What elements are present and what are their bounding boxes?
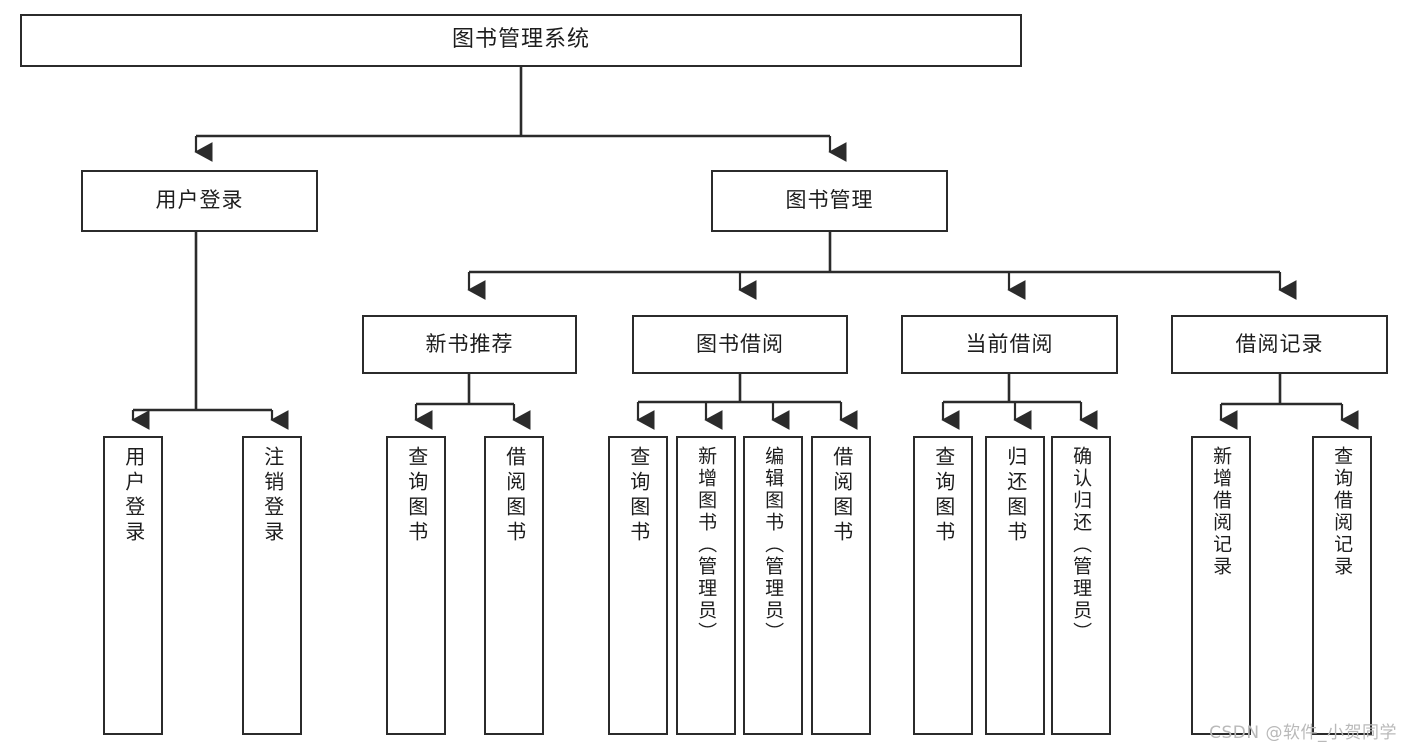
node-leaf-return-book[interactable]: 归还图书 — [985, 436, 1045, 735]
node-leaf-add-book-admin[interactable]: 新增图书（管理员） — [676, 436, 736, 735]
node-leaf-edit-book-admin[interactable]: 编辑图书（管理员） — [743, 436, 803, 735]
node-user-login[interactable]: 用户登录 — [81, 170, 318, 232]
node-leaf-borrow-book-a-label: 借阅图书 — [502, 446, 527, 546]
node-leaf-user-login[interactable]: 用户登录 — [103, 436, 163, 735]
node-leaf-query-borrow-record[interactable]: 查询借阅记录 — [1312, 436, 1372, 735]
node-leaf-query-book-c[interactable]: 查询图书 — [913, 436, 973, 735]
node-leaf-query-book-a[interactable]: 查询图书 — [386, 436, 446, 735]
node-leaf-logout[interactable]: 注销登录 — [242, 436, 302, 735]
node-leaf-borrow-book-b[interactable]: 借阅图书 — [811, 436, 871, 735]
node-leaf-query-book-c-label: 查询图书 — [931, 446, 956, 546]
node-new-book-recommend-label: 新书推荐 — [425, 331, 514, 356]
node-leaf-add-borrow-record[interactable]: 新增借阅记录 — [1191, 436, 1251, 735]
node-leaf-confirm-return-admin-label: 确认归还（管理员） — [1070, 446, 1093, 644]
node-leaf-borrow-book-b-label: 借阅图书 — [829, 446, 854, 546]
csdn-watermark: CSDN @软件_小贺同学 — [1209, 723, 1397, 743]
node-leaf-query-book-b[interactable]: 查询图书 — [608, 436, 668, 735]
node-borrow-record-label: 借阅记录 — [1235, 331, 1324, 356]
node-leaf-user-login-label: 用户登录 — [121, 446, 146, 546]
node-book-management-label: 图书管理 — [785, 188, 874, 213]
node-current-borrow-label: 当前借阅 — [965, 331, 1054, 356]
node-borrow-record[interactable]: 借阅记录 — [1171, 315, 1388, 374]
node-leaf-add-book-admin-label: 新增图书（管理员） — [695, 446, 718, 644]
node-current-borrow[interactable]: 当前借阅 — [901, 315, 1118, 374]
node-book-borrow-label: 图书借阅 — [696, 331, 784, 356]
node-leaf-add-borrow-record-label: 新增借阅记录 — [1210, 446, 1233, 578]
node-book-management[interactable]: 图书管理 — [711, 170, 948, 232]
node-leaf-query-book-b-label: 查询图书 — [626, 446, 651, 546]
node-new-book-recommend[interactable]: 新书推荐 — [362, 315, 577, 374]
node-root-label: 图书管理系统 — [451, 27, 590, 53]
node-leaf-logout-label: 注销登录 — [260, 446, 285, 546]
node-user-login-label: 用户登录 — [155, 188, 244, 213]
node-leaf-edit-book-admin-label: 编辑图书（管理员） — [762, 446, 785, 644]
node-leaf-borrow-book-a[interactable]: 借阅图书 — [484, 436, 544, 735]
node-leaf-return-book-label: 归还图书 — [1003, 446, 1028, 546]
node-leaf-confirm-return-admin[interactable]: 确认归还（管理员） — [1051, 436, 1111, 735]
node-book-borrow[interactable]: 图书借阅 — [632, 315, 848, 374]
node-leaf-query-book-a-label: 查询图书 — [404, 446, 429, 546]
node-root[interactable]: 图书管理系统 — [20, 14, 1022, 67]
node-leaf-query-borrow-record-label: 查询借阅记录 — [1331, 446, 1354, 578]
